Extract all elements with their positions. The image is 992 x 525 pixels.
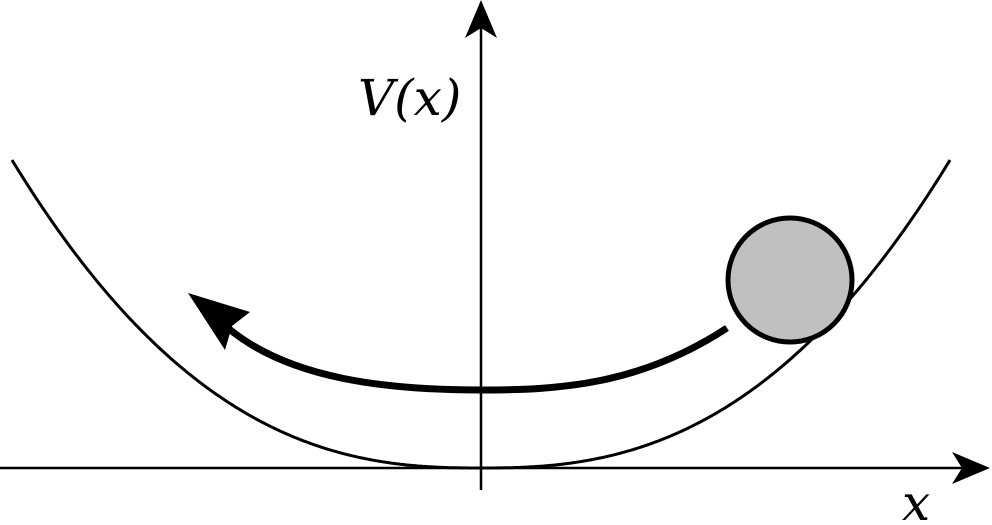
y-axis-arrowhead xyxy=(465,0,497,38)
motion-arrow xyxy=(225,325,729,394)
motion-arrowhead xyxy=(188,293,250,350)
ball xyxy=(725,215,855,345)
x-axis-label: x xyxy=(902,474,930,525)
x-axis-arrowhead xyxy=(952,452,990,484)
potential-curve xyxy=(10,159,952,470)
y-axis-label: V(x) xyxy=(358,69,461,127)
